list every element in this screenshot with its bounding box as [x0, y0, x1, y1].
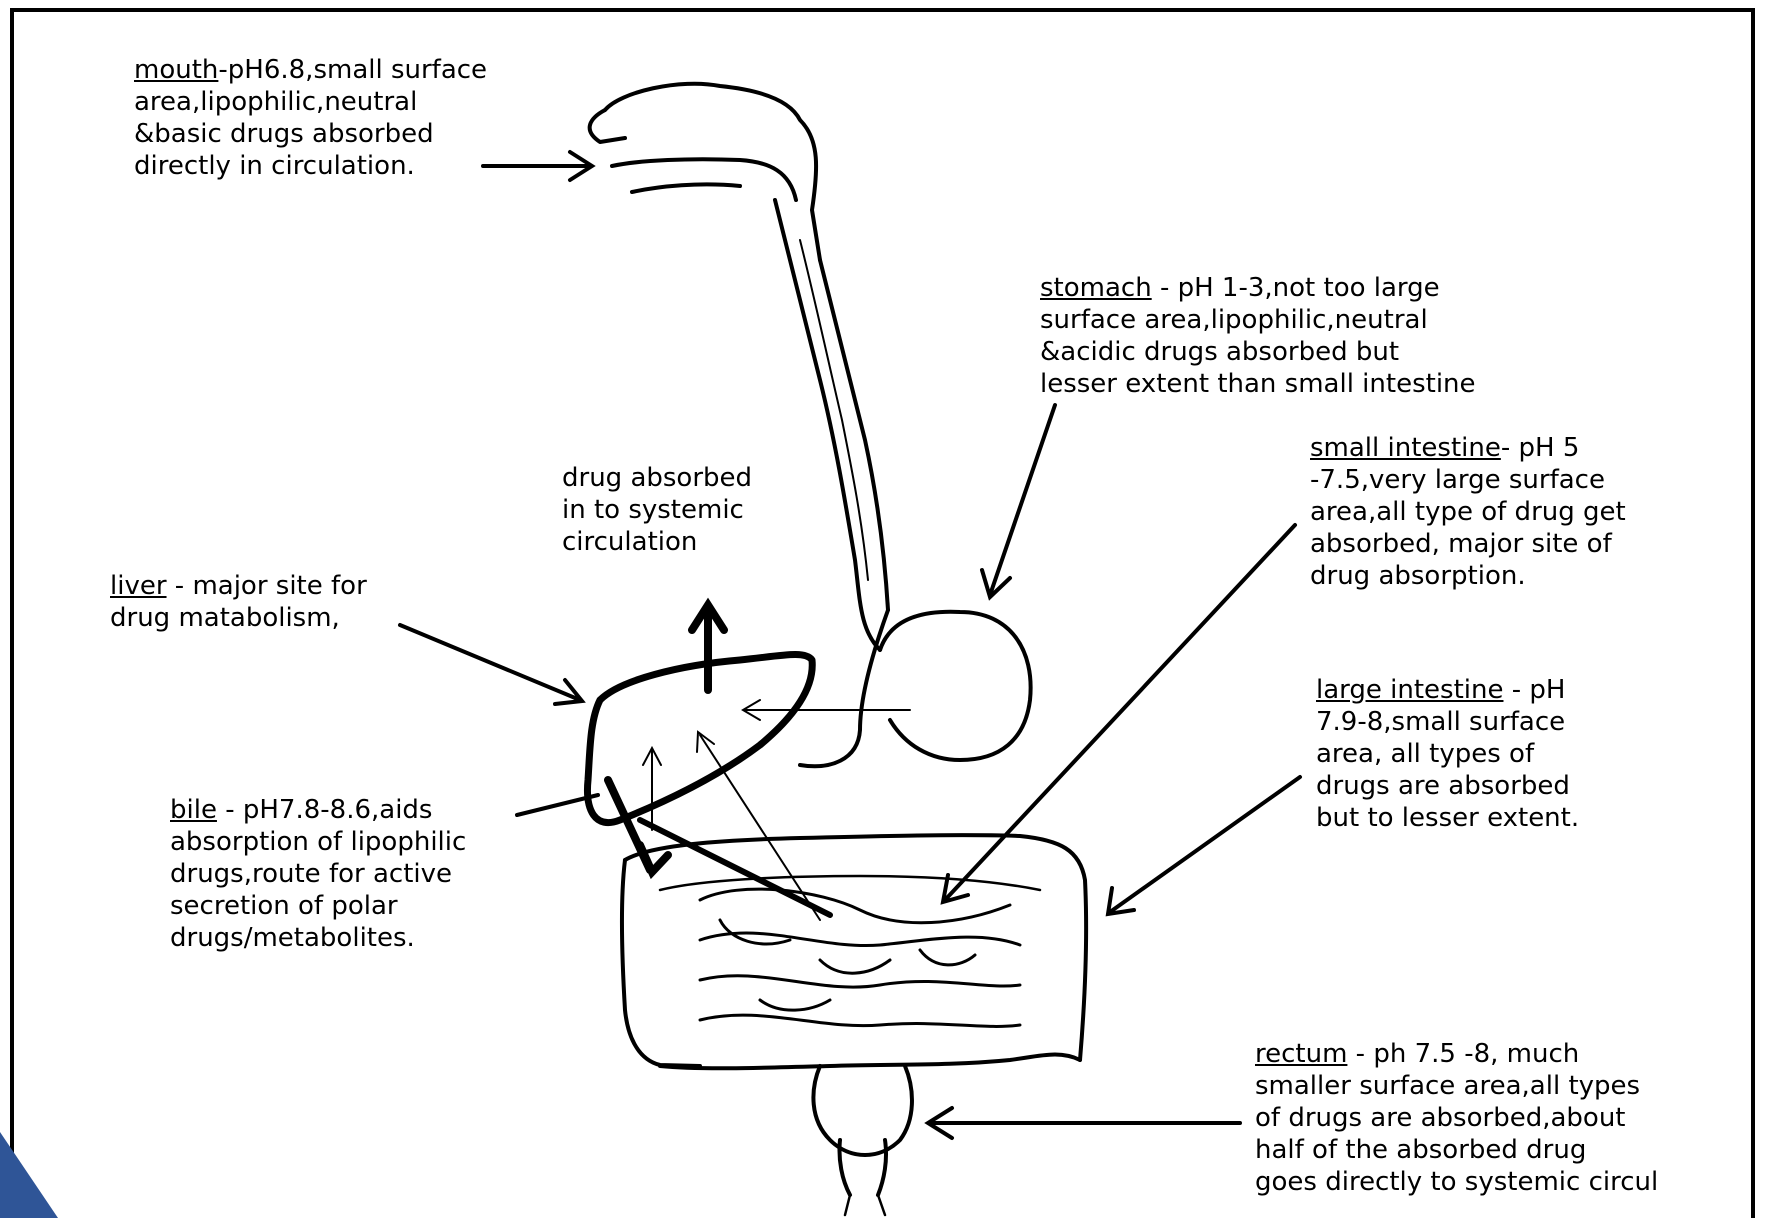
rectum-outline — [813, 1066, 912, 1155]
small-intestine-label: small intestine- pH 5 -7.5,very large su… — [1310, 432, 1626, 592]
mouth-arrow — [483, 152, 592, 180]
hepatic-flow-arrow — [640, 820, 830, 915]
stomach-arrow — [982, 405, 1055, 597]
stomach-outline — [880, 612, 1031, 760]
absorption-flow-arrow — [697, 732, 820, 920]
bile-duct-arrow — [608, 780, 668, 872]
liver-label: liver - major site for drug matabolism, — [110, 570, 367, 634]
rectum-arrow — [928, 1108, 1240, 1138]
stomach-label: stomach - pH 1-3,not too large surface a… — [1040, 272, 1476, 400]
bile-flow-arrow — [643, 748, 661, 830]
large-intestine-arrow — [1108, 777, 1300, 914]
mouth-outline — [605, 84, 820, 260]
liver-outline — [587, 655, 812, 823]
mouth-label: mouth-pH6.8,small surface area,lipophili… — [134, 54, 487, 182]
small-intestine-coils — [700, 889, 1020, 1026]
portal-flow-arrow — [743, 700, 910, 720]
large-intestine-label: large intestine - pH 7.9-8,small surface… — [1316, 674, 1579, 834]
esophagus — [775, 200, 880, 650]
rectum-label: rectum - ph 7.5 -8, much smaller surface… — [1255, 1038, 1658, 1198]
systemic-circulation-label: drug absorbed in to systemic circulation — [562, 462, 752, 558]
bile-label: bile - pH7.8-8.6,aids absorption of lipo… — [170, 794, 466, 954]
slide-corner-accent — [0, 1132, 58, 1218]
systemic-circulation-arrow — [692, 605, 724, 690]
liver-arrow — [400, 625, 582, 704]
